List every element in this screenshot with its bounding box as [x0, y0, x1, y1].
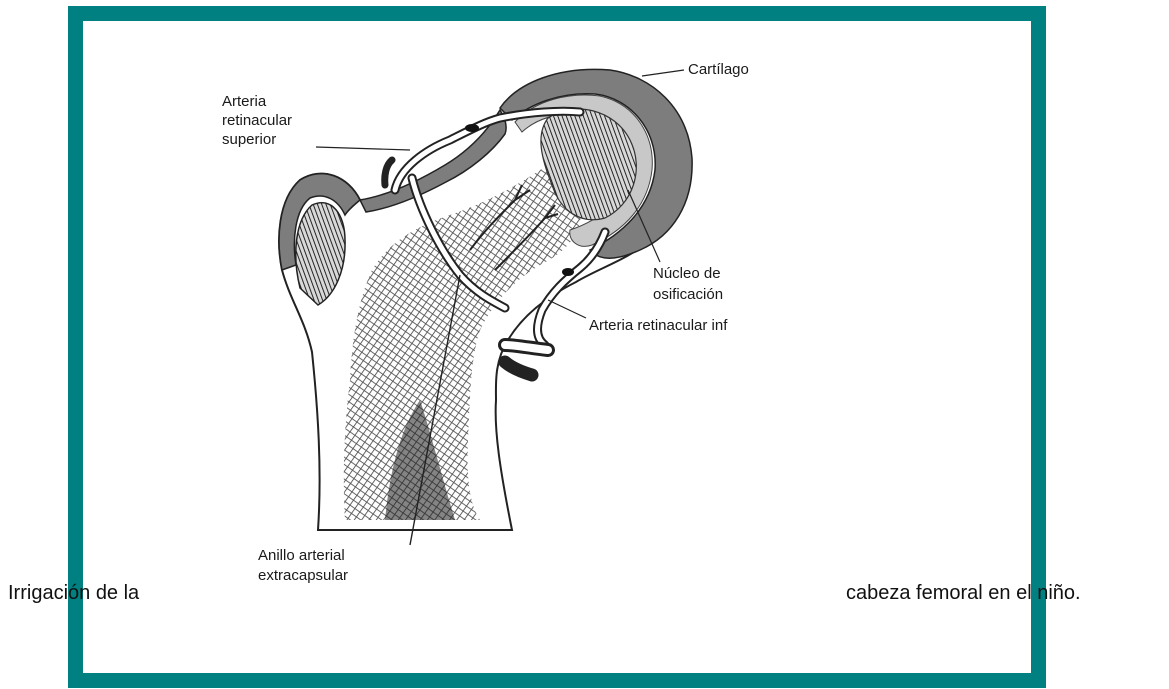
- label-arteria-superior-1: Arteria: [222, 93, 266, 111]
- caption-right: cabeza femoral en el niño.: [846, 582, 1081, 605]
- label-arteria-inferior: Arteria retinacular inf: [589, 317, 727, 335]
- leader-cartilago: [642, 70, 684, 76]
- leader-arteria-inferior: [548, 300, 586, 318]
- label-nucleo-1: Núcleo de: [653, 265, 721, 283]
- label-cartilago: Cartílago: [688, 61, 749, 79]
- caption-left: Irrigación de la: [8, 582, 139, 605]
- artery-marker-superior: [465, 124, 479, 132]
- leader-arteria-superior: [316, 147, 410, 150]
- label-arteria-superior-3: superior: [222, 131, 276, 149]
- extracapsular-ring-lower: [505, 362, 532, 375]
- label-arteria-superior-2: retinacular: [222, 112, 292, 130]
- artery-marker-inferior: [562, 268, 574, 276]
- label-nucleo-2: osificación: [653, 286, 723, 304]
- label-anillo-1: Anillo arterial: [258, 547, 345, 565]
- label-anillo-2: extracapsular: [258, 567, 348, 585]
- superior-artery-stub: [385, 160, 392, 185]
